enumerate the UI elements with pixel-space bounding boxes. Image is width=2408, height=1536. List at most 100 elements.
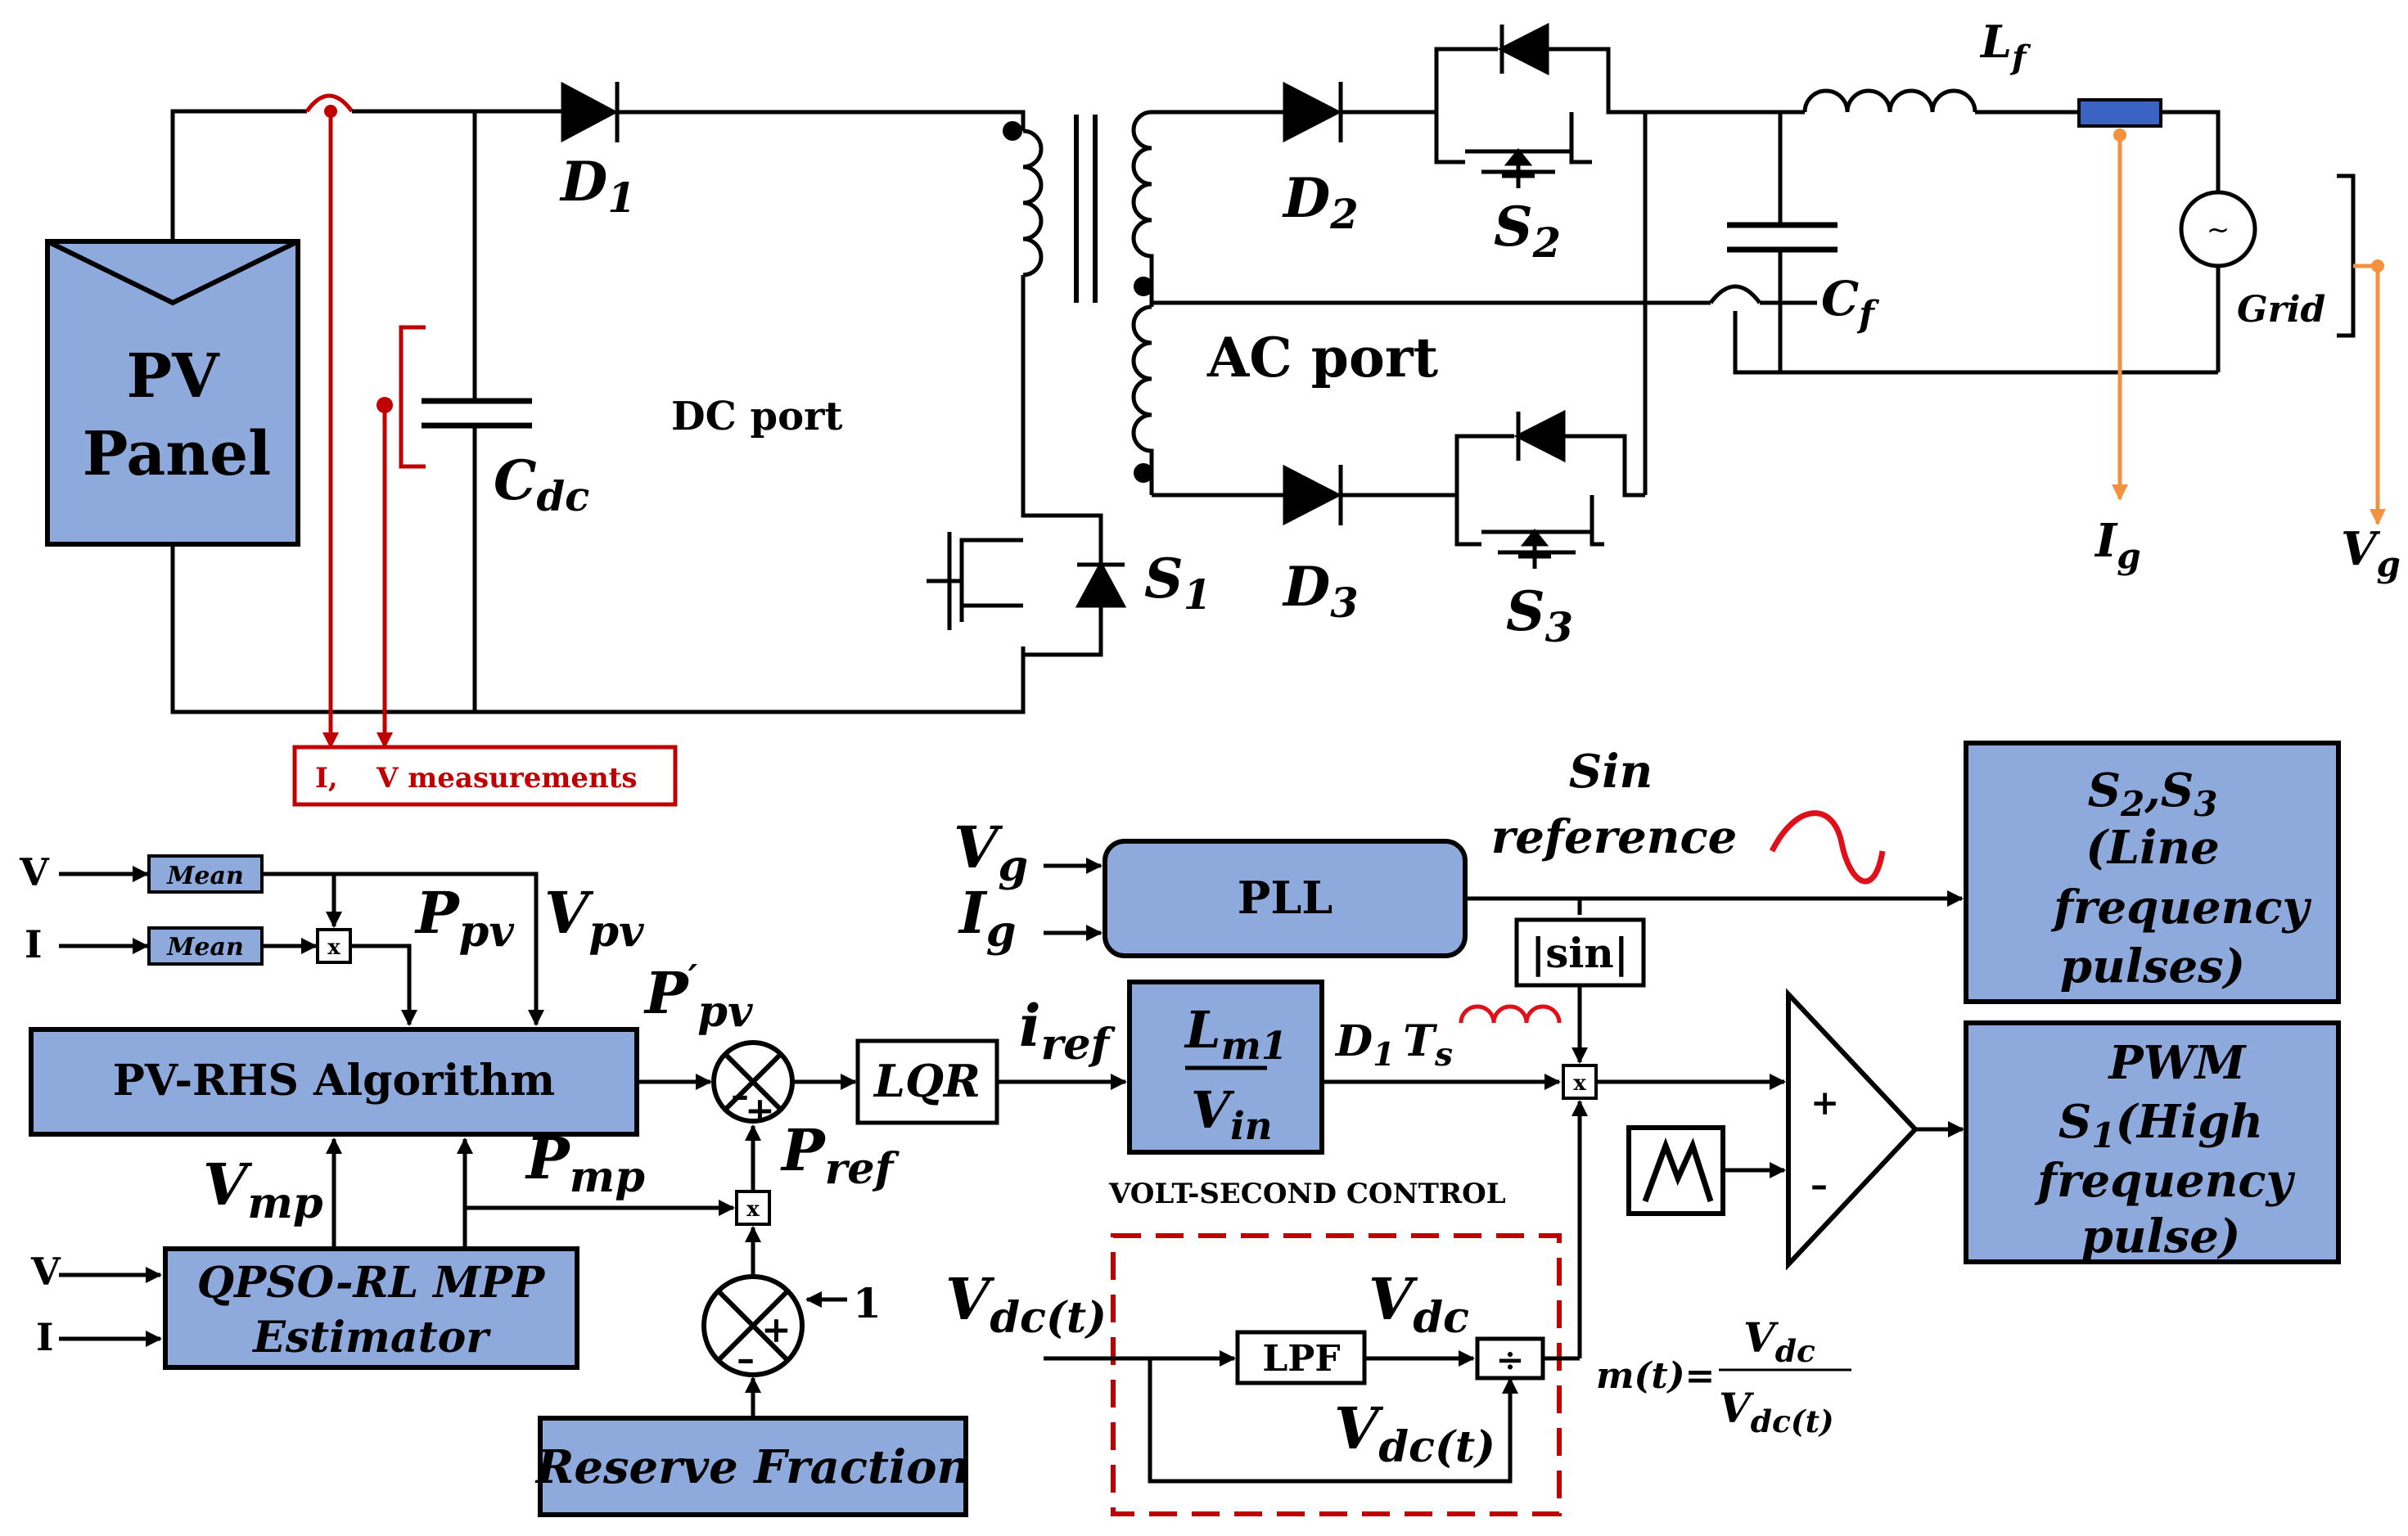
pwm-box-line4: pulse) <box>2081 1209 2241 1263</box>
qpso-label-line2: Estimator <box>251 1313 491 1363</box>
secondary-winding-lower <box>1131 304 1154 495</box>
lf-label: Lf <box>1979 16 2031 77</box>
cf-label: Cf <box>1821 271 1879 336</box>
pwm-box-line2: S1(High <box>2059 1095 2263 1155</box>
s2s3-box-line4: pulses) <box>2060 939 2245 993</box>
transformer-core <box>1074 115 1098 303</box>
lqr-label: LQR <box>873 1055 981 1107</box>
pv-rhs-label: PV-RHS Algorithm <box>113 1056 555 1106</box>
mult-label-pref: x <box>746 1197 760 1222</box>
control-labels: V I V I Mean Mean x x x Ppv Vpv P′pv PV-… <box>19 745 2311 1494</box>
input-i-label-1: I <box>25 922 43 966</box>
input-i-label-2: I <box>36 1315 54 1359</box>
pv-panel-label-line2: Panel <box>83 419 272 489</box>
input-v-label-2: V <box>30 1250 61 1294</box>
lpf-label: LPF <box>1262 1338 1340 1380</box>
reserve-fraction-block <box>538 1416 968 1517</box>
crossover-hop <box>1709 284 1761 304</box>
diode-d1 <box>561 81 619 143</box>
s2s3-box-line2: (Line <box>2086 821 2220 875</box>
sum2-plus: + <box>761 1309 791 1351</box>
diode-d2 <box>1283 81 1342 143</box>
mult-label-pv: x <box>327 935 340 960</box>
pmp-label: Pmp <box>525 1124 645 1202</box>
switch-s3 <box>1454 495 1604 569</box>
d1-label: D1 <box>559 150 636 222</box>
abs-sin-label: |sin| <box>1531 929 1629 978</box>
d2-label: D2 <box>1282 166 1359 238</box>
volt-second-region <box>1111 1233 1562 1516</box>
multiply-block-pv <box>316 928 352 964</box>
comparator-minus: – <box>1811 1164 1828 1205</box>
sin-ref-label-line1: Sin <box>1569 745 1653 799</box>
mean-label-v: Mean <box>166 862 244 890</box>
capacitor-cdc <box>422 398 532 429</box>
s3-label: S3 <box>1506 579 1573 651</box>
sum2-minus: – <box>737 1338 755 1380</box>
grid-label: Grid <box>2237 289 2325 331</box>
inductor-lf <box>1802 88 1977 113</box>
sum1-plus: + <box>745 1090 775 1132</box>
ig-label: Ig <box>2094 514 2141 576</box>
red-measurement-lines <box>322 111 426 749</box>
ac-port-label: AC port <box>1206 326 1439 390</box>
comparator-plus: + <box>1811 1083 1839 1123</box>
pref-label: Pref <box>780 1116 900 1194</box>
cdc-label: Cdc <box>494 448 589 520</box>
dc-port-label: DC port <box>671 394 843 439</box>
d3-label: D3 <box>1282 555 1359 627</box>
pwm-box-line1: PWM <box>2108 1036 2248 1090</box>
volt-second-label: VOLT-SECOND CONTROL <box>1108 1178 1506 1210</box>
qpso-label-line1: QPSO-RL MPP <box>197 1258 546 1308</box>
iref-label: iref <box>1019 992 1116 1070</box>
abs-sin-block <box>1514 917 1646 988</box>
sin-reference-wave <box>1769 810 1886 885</box>
input-v-label-1: V <box>19 850 50 894</box>
coupling-inductor-symbol <box>1459 1004 1562 1024</box>
ppv-label: Ppv <box>414 879 514 957</box>
mean-block-v <box>147 854 264 894</box>
pll-ig-label: Ig <box>958 879 1016 957</box>
vin-label: Vin <box>1191 1080 1273 1148</box>
iv-measurements-label: I, V measurements <box>315 762 638 795</box>
mean-label-i: Mean <box>166 933 244 962</box>
triangle-wave-icon <box>1642 1137 1714 1203</box>
reserve-fraction-label: Reserve Fraction <box>534 1440 970 1494</box>
pwm-box-line3: frequency <box>2034 1154 2296 1208</box>
pwm-s1-high-frequency-block <box>1964 1020 2341 1264</box>
s2s3-box-line1: S2,S3 <box>2088 763 2218 824</box>
vdct-feedback-label: Vdc(t) <box>1334 1394 1495 1472</box>
sum1-minus: – <box>731 1074 749 1116</box>
pll-label: PLL <box>1238 872 1333 924</box>
switch-s2 <box>1434 112 1592 188</box>
vpv-label: Vpv <box>544 879 644 957</box>
lpf-block <box>1235 1330 1367 1385</box>
qpso-rl-estimator-block <box>163 1246 579 1370</box>
primary-winding <box>1022 128 1044 277</box>
control-diagram <box>29 741 2341 1517</box>
vdc-label: Vdc <box>1369 1265 1469 1343</box>
pv-panel-symbol <box>46 239 300 306</box>
grid-bracket <box>2337 173 2356 338</box>
diode-d3 <box>1283 464 1342 526</box>
mult-label-duty: x <box>1573 1071 1586 1096</box>
lm1-label: Lm1 <box>1184 1000 1287 1068</box>
current-sensor-hook <box>304 93 354 113</box>
mt-numerator: Vdc <box>1743 1313 1815 1369</box>
ppv-prime-label: P′pv <box>643 957 753 1037</box>
constant-one-label: 1 <box>853 1279 882 1327</box>
mt-denominator: Vdc(t) <box>1719 1384 1834 1439</box>
switch-s1 <box>927 532 1127 655</box>
pll-vg-label: Vg <box>954 813 1028 891</box>
vmp-label: Vmp <box>203 1151 323 1228</box>
sin-ref-label-line2: reference <box>1491 810 1737 864</box>
pv-panel-label-line1: PV <box>126 341 220 412</box>
divide-label: ÷ <box>1495 1340 1524 1380</box>
pv-panel-box <box>45 239 300 547</box>
lqr-block <box>855 1038 999 1125</box>
mt-label: m(t)= <box>1596 1355 1715 1397</box>
secondary-winding-upper <box>1131 110 1154 307</box>
s1-label: S1 <box>1144 547 1211 619</box>
